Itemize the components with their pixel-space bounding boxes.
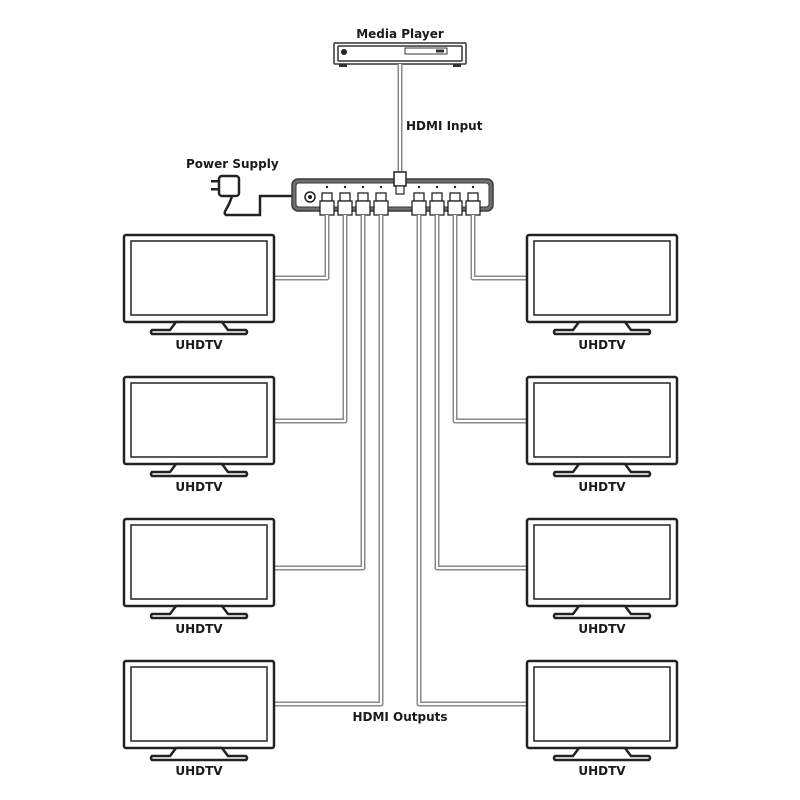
- hdmi-outputs-label: HDMI Outputs: [352, 710, 447, 724]
- media-player-label: Media Player: [356, 27, 444, 41]
- uhdtv-display: [122, 659, 276, 762]
- uhdtv-label: UHDTV: [175, 338, 223, 352]
- power-supply-label: Power Supply: [186, 157, 279, 171]
- uhdtv-display: [122, 233, 276, 336]
- uhdtv-display: [525, 659, 679, 762]
- uhdtv-label: UHDTV: [578, 764, 626, 778]
- uhdtv-display: [525, 375, 679, 478]
- uhdtv-label: UHDTV: [578, 622, 626, 636]
- power-adapter-icon: [211, 174, 300, 217]
- uhdtv-display: [122, 517, 276, 620]
- hdmi-outputs-label-bg: [355, 708, 445, 725]
- uhdtv-display: [525, 233, 679, 336]
- hdmi-splitter-device: [291, 171, 494, 216]
- uhdtv-label: UHDTV: [175, 480, 223, 494]
- uhdtv-display: [122, 375, 276, 478]
- hdmi-output-cables: [275, 215, 528, 707]
- uhdtv-label: UHDTV: [175, 622, 223, 636]
- uhdtv-label: UHDTV: [175, 764, 223, 778]
- uhdtv-display: [525, 517, 679, 620]
- hdmi-output-cables-highlight: [275, 215, 528, 705]
- uhdtv-label: UHDTV: [578, 338, 626, 352]
- media-player-device: [333, 42, 467, 67]
- uhdtv-label: UHDTV: [578, 480, 626, 494]
- hdmi-input-label: HDMI Input: [406, 119, 483, 133]
